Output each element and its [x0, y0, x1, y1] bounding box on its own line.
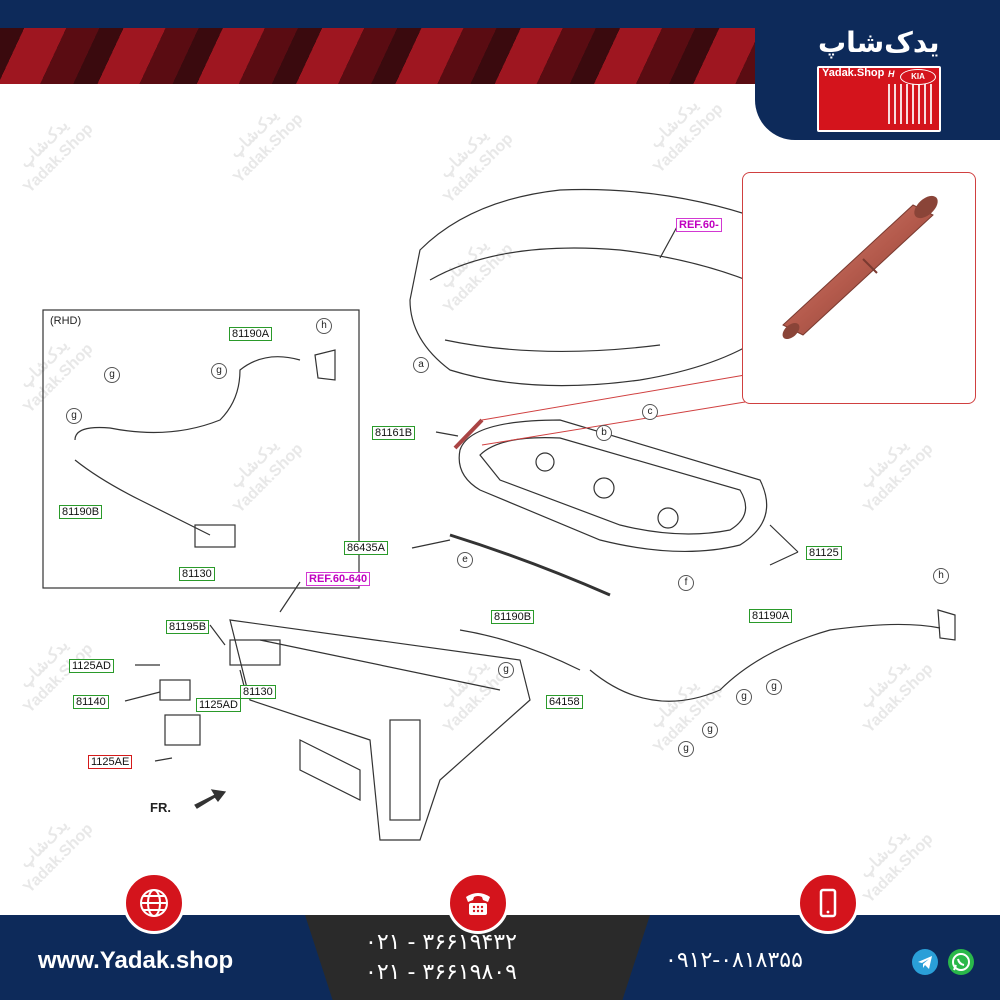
part-1125AE[interactable]: 1125AE	[88, 755, 133, 769]
part-81125[interactable]: 81125	[806, 546, 842, 560]
mobile-number[interactable]: ۰۹۱۲-۰۸۱۸۳۵۵	[665, 948, 803, 973]
callout-g: g	[702, 722, 718, 738]
part-64158[interactable]: 64158	[546, 695, 583, 709]
brand-pattern-band	[0, 28, 760, 84]
rhd-box	[42, 309, 360, 589]
callout-b: b	[596, 425, 612, 441]
callout-g: g	[66, 408, 82, 424]
ref-frame-label[interactable]: REF.60-640	[306, 572, 371, 586]
inner-hole	[535, 452, 555, 472]
rhd-label: (RHD)	[50, 315, 82, 327]
part-1125AD-mid[interactable]: 1125AD	[196, 698, 241, 712]
callout-g: g	[678, 741, 694, 757]
mobile-icon	[797, 872, 859, 934]
callout-g: g	[766, 679, 782, 695]
callout-h: h	[316, 318, 332, 334]
inner-hole	[657, 507, 679, 529]
callout-g: g	[736, 689, 752, 705]
logo-text: Yadak.Shop	[822, 67, 885, 79]
rhd-cable	[74, 356, 301, 441]
kia-logo: KIA	[900, 69, 936, 85]
part-81195B[interactable]: 81195B	[166, 620, 210, 634]
part-81140[interactable]: 81140	[73, 695, 109, 709]
part-81130[interactable]: 81130	[240, 685, 276, 699]
hood-crease	[429, 247, 791, 301]
hyundai-logo: H	[888, 69, 895, 79]
release-cable-b	[459, 629, 581, 671]
part-81190B-rhd[interactable]: 81190B	[59, 505, 103, 519]
callout-g: g	[211, 363, 227, 379]
latch-bracket	[159, 679, 191, 701]
phone-number-1[interactable]: ۰۲۱ - ۳۶۶۱۹۴۳۲	[365, 930, 517, 955]
rhd-cable	[74, 459, 211, 536]
frame-pillar	[389, 719, 421, 821]
part-81161B[interactable]: 81161B	[372, 426, 416, 440]
release-handle	[937, 609, 956, 641]
front-label: FR.	[150, 800, 171, 815]
phone-number-2[interactable]: ۰۲۱ - ۳۶۶۱۹۸۰۹	[365, 960, 517, 985]
callout-f: f	[678, 575, 694, 591]
whatsapp-icon[interactable]	[948, 949, 974, 975]
hood-latch	[229, 639, 281, 666]
callout-e: e	[457, 552, 473, 568]
radiator-support	[229, 619, 531, 841]
zoom-inset	[742, 172, 976, 404]
logo-stripes-mask	[822, 84, 884, 124]
callout-c: c	[642, 404, 658, 420]
globe-icon	[123, 872, 185, 934]
frame-bracket	[299, 739, 361, 801]
brand-title[interactable]: یدک‌شاپ	[818, 26, 940, 59]
ref-hood-label[interactable]: REF.60-	[676, 218, 722, 232]
callout-a: a	[413, 357, 429, 373]
front-arrow	[194, 789, 227, 809]
hood-edge	[444, 339, 661, 352]
secondary-latch	[164, 714, 201, 746]
rhd-handle	[314, 349, 336, 381]
part-81190A[interactable]: 81190A	[749, 609, 793, 623]
hood-inner-panel	[458, 419, 768, 553]
telegram-icon[interactable]	[912, 949, 938, 975]
part-81190B[interactable]: 81190B	[491, 610, 535, 624]
telephone-icon	[447, 872, 509, 934]
part-86435A[interactable]: 86435A	[344, 541, 388, 555]
callout-g: g	[498, 662, 514, 678]
part-81190A-rhd[interactable]: 81190A	[229, 327, 273, 341]
part-81130-rhd[interactable]: 81130	[179, 567, 215, 581]
callout-h: h	[933, 568, 949, 584]
zoom-pointer	[481, 401, 746, 446]
website-url[interactable]: www.Yadak.shop	[38, 947, 234, 974]
parts-diagram	[42, 188, 956, 841]
rhd-latch	[194, 524, 236, 548]
strut-zoom-image	[782, 195, 938, 340]
release-cable-a	[589, 623, 941, 702]
callout-g: g	[104, 367, 120, 383]
weatherstrip	[449, 533, 611, 597]
hood-lift-strut	[453, 418, 484, 450]
zoom-pointer	[481, 374, 746, 421]
inner-hole	[593, 477, 615, 499]
part-1125AD-left[interactable]: 1125AD	[69, 659, 114, 673]
frame-member	[259, 639, 501, 691]
hood-inner-frame	[479, 437, 747, 535]
